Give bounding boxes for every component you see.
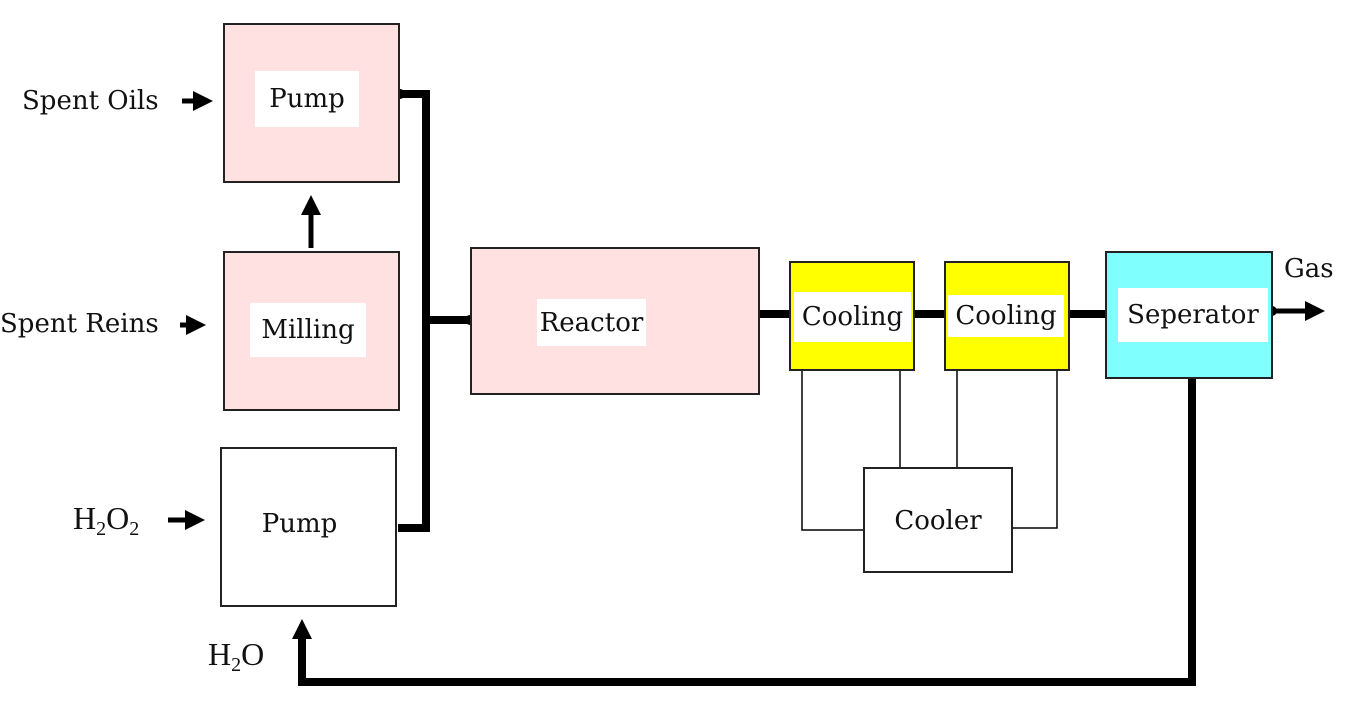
milling-unit: Milling: [223, 251, 400, 411]
reactor-unit: Reactor: [470, 247, 760, 395]
input-spent-oils: Spent Oils: [22, 86, 159, 116]
h2o-o: O: [241, 636, 265, 672]
cooling-2-label: Cooling: [948, 295, 1064, 337]
pump-bottom-label: Pump: [242, 489, 357, 559]
pump-bottom-unit: Pump: [220, 447, 397, 607]
h2o-sub1: 2: [231, 654, 242, 676]
recycle-h2o-line: [298, 378, 1196, 686]
separator-label: Seperator: [1118, 288, 1268, 342]
input-spent-reins: Spent Reins: [0, 309, 159, 339]
separator-unit: Seperator: [1105, 251, 1273, 379]
h2o2-sub1: 2: [96, 518, 107, 540]
cooler-line-1-left: [801, 370, 865, 531]
milling-label: Milling: [250, 303, 366, 357]
cooling-unit-2: Cooling: [944, 261, 1070, 371]
h2o2-sub2: 2: [129, 518, 140, 540]
cooler-line-2-right: [1012, 370, 1058, 529]
output-gas: Gas: [1284, 254, 1334, 284]
h2o2-o: O: [106, 500, 130, 536]
pump-top-unit: Pump: [223, 23, 400, 183]
reactor-label: Reactor: [537, 299, 646, 346]
input-h2o2: H2O2: [73, 502, 139, 539]
pump-top-label: Pump: [255, 71, 359, 127]
cooling-unit-1: Cooling: [789, 261, 915, 371]
h2o2-h: H: [73, 500, 97, 536]
h2o-h: H: [208, 636, 232, 672]
cooler-label: Cooler: [894, 506, 982, 536]
cooler-loop-lines: [801, 370, 1058, 531]
cooler-unit: Cooler: [863, 467, 1013, 573]
cooling-1-label: Cooling: [794, 292, 911, 342]
recycle-h2o-label: H2O: [208, 638, 264, 675]
pump-top-outlet-line: [398, 90, 430, 532]
